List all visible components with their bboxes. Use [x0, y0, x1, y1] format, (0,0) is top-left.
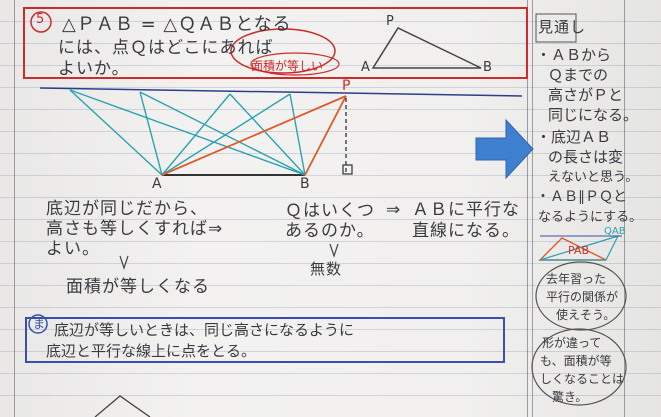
explanation-line-3: よい。 — [46, 239, 100, 259]
bubble-1-line: 去年習った — [546, 272, 607, 286]
small-triangle-b: B — [483, 60, 492, 75]
bubble-2-line: 形が違って — [542, 336, 602, 350]
sidebar-line: えないと思う。 — [548, 170, 639, 185]
explanation-arrow: ⇒ — [386, 200, 402, 220]
big-blue-arrow — [475, 118, 534, 180]
problem-line-2: には、点Ｑはどこにあれば — [58, 38, 274, 58]
problem-box — [23, 7, 528, 79]
bubble-2-line: 驚き。 — [552, 390, 588, 404]
problem-number: 5 — [36, 12, 46, 27]
margin-line-right-2 — [532, 0, 533, 417]
bottom-shape — [94, 395, 151, 417]
sidebar-line: 同じになる。 — [548, 106, 639, 124]
sidebar-line: ・底辺ＡＢ — [536, 128, 612, 146]
margin-line-far-right — [624, 0, 625, 417]
sidebar-triangle-qab — [539, 235, 620, 261]
right-angle-mark — [342, 164, 353, 175]
note-circle — [230, 28, 336, 74]
small-triangle — [371, 27, 482, 69]
down-arrow-2 — [329, 243, 339, 258]
sidebar-bubble-1 — [535, 261, 627, 331]
sidebar-title-box — [535, 13, 577, 43]
explanation-ab-line-1: ＡＢに平行な — [412, 200, 520, 220]
explanation-line-1: 底辺が同じだから、 — [46, 199, 208, 219]
bubble-2-line: しくなることは — [540, 372, 625, 386]
sidebar-label-qab: QAB — [604, 226, 626, 237]
problem-note: 面積が等しい — [251, 59, 324, 73]
figure-label-b: B — [300, 176, 310, 192]
sidebar-label-pab: PAB — [568, 244, 590, 257]
parallel-line — [39, 87, 523, 97]
sidebar-title: 見通し — [538, 18, 587, 36]
sidebar-line: の長さは変 — [548, 148, 624, 166]
sidebar-line: 高さがＰと — [548, 86, 624, 104]
small-triangle-p: P — [386, 14, 394, 29]
margin-line-right — [527, 0, 528, 417]
sidebar-line: なるようにする。 — [538, 210, 643, 225]
summary-box — [25, 317, 505, 363]
explanation-q-line-2: あるのか。 — [285, 221, 375, 241]
bubble-1-line: 使えそう。 — [556, 308, 616, 322]
explanation-ab-line-2: 直線になる。 — [412, 221, 520, 241]
sidebar-line: ・ＡＢ∥ＰＱと — [536, 189, 627, 205]
figure-label-a: A — [152, 176, 162, 192]
problem-number-circle — [30, 11, 52, 33]
margin-line-left — [14, 0, 15, 417]
figure-label-p: P — [342, 78, 351, 94]
problem-line-1: △ＰＡＢ = △ＱＡＢとなる — [62, 14, 292, 35]
small-triangle-a: A — [361, 60, 370, 75]
area-label: 面積が等しくなる — [66, 277, 210, 297]
down-arrow-1 — [119, 255, 129, 270]
bubble-1-line: 平行の関係が — [546, 290, 619, 304]
summary-badge-circle — [28, 314, 48, 334]
summary-line-2: 底辺と平行な線上に点をとる。 — [46, 342, 257, 360]
explanation-line-2: 高さも等しくすれば⇒ — [46, 219, 224, 239]
sidebar-line: ・ＡＢから — [536, 46, 612, 64]
infinite-label: 無数 — [310, 260, 343, 278]
explanation-q-line-1: Ｑはいくつ — [285, 201, 375, 221]
sidebar-bubble-2 — [531, 328, 627, 406]
summary-badge: ま — [33, 317, 47, 331]
summary-line-1: 底辺が等しいときは、同じ高さになるように — [54, 321, 355, 339]
sidebar-line: Ｑまでの — [548, 66, 609, 84]
orange-triangle — [161, 95, 347, 176]
bubble-2-line: も、面積が等 — [540, 354, 612, 368]
teal-lines — [69, 89, 306, 176]
problem-line-3: よいか。 — [58, 59, 130, 79]
note-underline-circle — [250, 52, 340, 76]
